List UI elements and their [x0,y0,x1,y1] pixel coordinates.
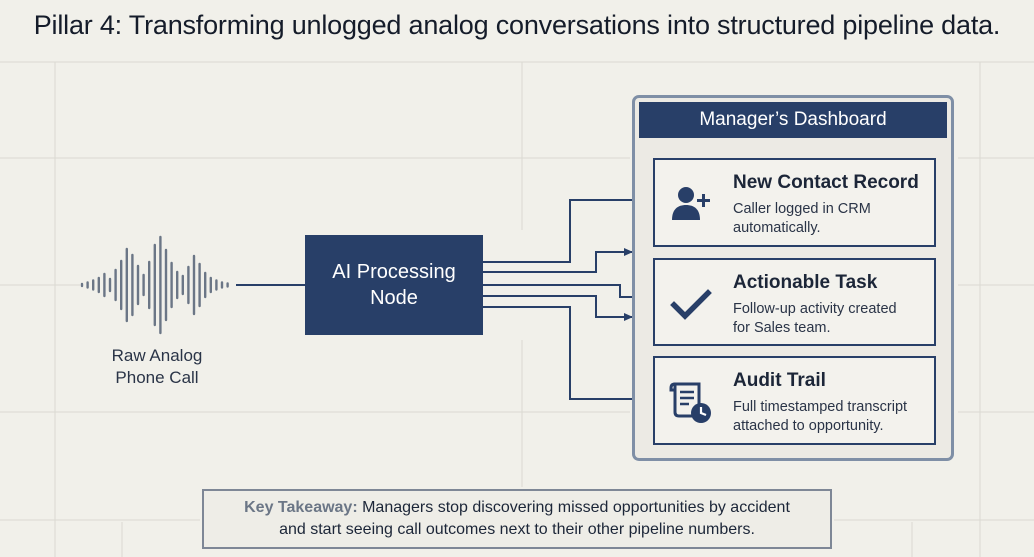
card-title: Actionable Task [733,272,878,293]
managers-dashboard-panel: Manager’s Dashboard New Contact Record C… [632,95,954,461]
raw-call-label-line2: Phone Call [115,368,199,387]
key-takeaway-box: Key Takeaway: Managers stop discovering … [202,489,832,549]
ai-node-label-line2: Node [370,287,418,309]
takeaway-text-line2: and start seeing call outcomes next to t… [279,521,755,538]
checkmark-icon [670,289,712,320]
card-description: Full timestamped transcript attached to … [733,398,933,436]
ai-node-label-line1: AI Processing [332,261,456,283]
card-description: Caller logged in CRM automatically. [733,200,933,238]
card-title: Audit Trail [733,370,826,391]
card-audit-trail: Audit Trail Full timestamped transcript … [653,356,936,445]
card-description-line1: Full timestamped transcript [733,399,908,415]
arrow-to-dashboard-1 [483,248,633,273]
card-new-contact-record: New Contact Record Caller logged in CRM … [653,158,936,247]
arrow-to-contact-record [483,196,651,263]
raw-call-label: Raw Analog Phone Call [95,345,219,389]
page-title: Pillar 4: Transforming unlogged analog c… [33,10,1001,40]
card-description-line1: Caller logged in CRM [733,201,871,217]
card-actionable-task: Actionable Task Follow-up activity creat… [653,258,936,346]
raw-call-label-line1: Raw Analog [111,346,203,365]
card-description: Follow-up activity created for Sales tea… [733,300,933,338]
arrow-to-audit-trail [483,306,651,403]
ai-processing-node: AI Processing Node [305,235,483,335]
takeaway-line1: Key Takeaway: Managers stop discovering … [204,497,830,519]
takeaway-text-line1: Managers stop discovering missed opportu… [357,499,790,516]
takeaway-label: Key Takeaway: [244,499,358,516]
arrow-to-dashboard-2 [483,295,633,321]
sound-wave-icon [80,235,229,335]
transcript-clock-icon [669,382,711,423]
add-user-icon [672,187,710,220]
card-description-line2: attached to opportunity. [733,418,884,434]
card-title: New Contact Record [733,172,919,193]
card-description-line1: Follow-up activity created [733,301,897,317]
dashboard-title: Manager’s Dashboard [639,102,947,138]
card-description-line2: automatically. [733,220,821,236]
card-description-line2: for Sales team. [733,320,831,336]
